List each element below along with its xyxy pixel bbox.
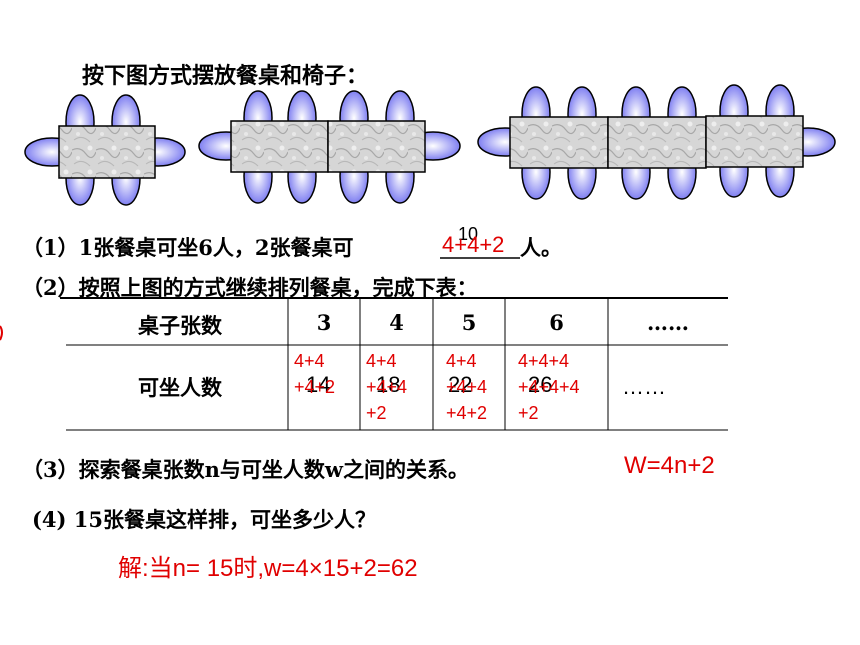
dining-table [705, 115, 804, 168]
dining-table [58, 125, 156, 179]
red-note: 4+4+4+4+2 [366, 351, 408, 423]
solution-text: 解:当n= 15时,w=4×15+2=62 [118, 555, 418, 582]
answer-10: 10 [458, 224, 479, 244]
question-3: （3）探索餐桌张数n与可坐人数w之间的关系。 [22, 457, 469, 482]
question-1-suffix: 人。 [520, 235, 562, 260]
page-title: 按下图方式摆放餐桌和椅子： [82, 63, 369, 89]
table-people-cell: 26 [528, 372, 553, 397]
answer-expression: 4+4+2 [442, 232, 505, 257]
table-people-cell: 22 [448, 372, 473, 397]
table-count-cell: 6 [549, 310, 564, 335]
three-table-group [477, 84, 836, 200]
dining-table [509, 116, 609, 169]
dining-table [327, 120, 426, 173]
two-table-group [198, 90, 461, 204]
question-1: （1）1张餐桌可坐6人，2张餐桌可 [22, 232, 353, 262]
left-edge-mark [0, 325, 3, 341]
table-header-count: 桌子张数 [138, 313, 222, 338]
question-4: (4) 15张餐桌这样排，可坐多少人？ [32, 507, 377, 532]
table-people-cell: …… [622, 374, 666, 399]
table-header-people: 可坐人数 [138, 375, 222, 400]
table-count-cell: 3 [316, 310, 332, 335]
question-2: （2）按照上图的方式继续排列餐桌，完成下表： [22, 275, 478, 300]
red-note: 4+4+4+4+4+2 [446, 351, 488, 423]
one-table-group [24, 94, 186, 206]
table-people-cell: 14 [306, 372, 331, 397]
dining-table [230, 120, 329, 173]
dining-table [607, 116, 707, 169]
table-people-cell: 18 [376, 372, 401, 397]
question-1-text: （1）1张餐桌可坐6人，2张餐桌可 [22, 235, 354, 260]
table-count-cell: 4 [389, 310, 404, 335]
table-count-cell: …… [647, 310, 689, 335]
data-table-grid [66, 298, 728, 431]
formula-answer: W=4n+2 [624, 452, 715, 479]
red-note: 4+4+4+4+4+4+2 [518, 351, 580, 423]
red-note: 4+4+4+2 [294, 351, 336, 397]
table-count-cell: 5 [461, 310, 477, 335]
